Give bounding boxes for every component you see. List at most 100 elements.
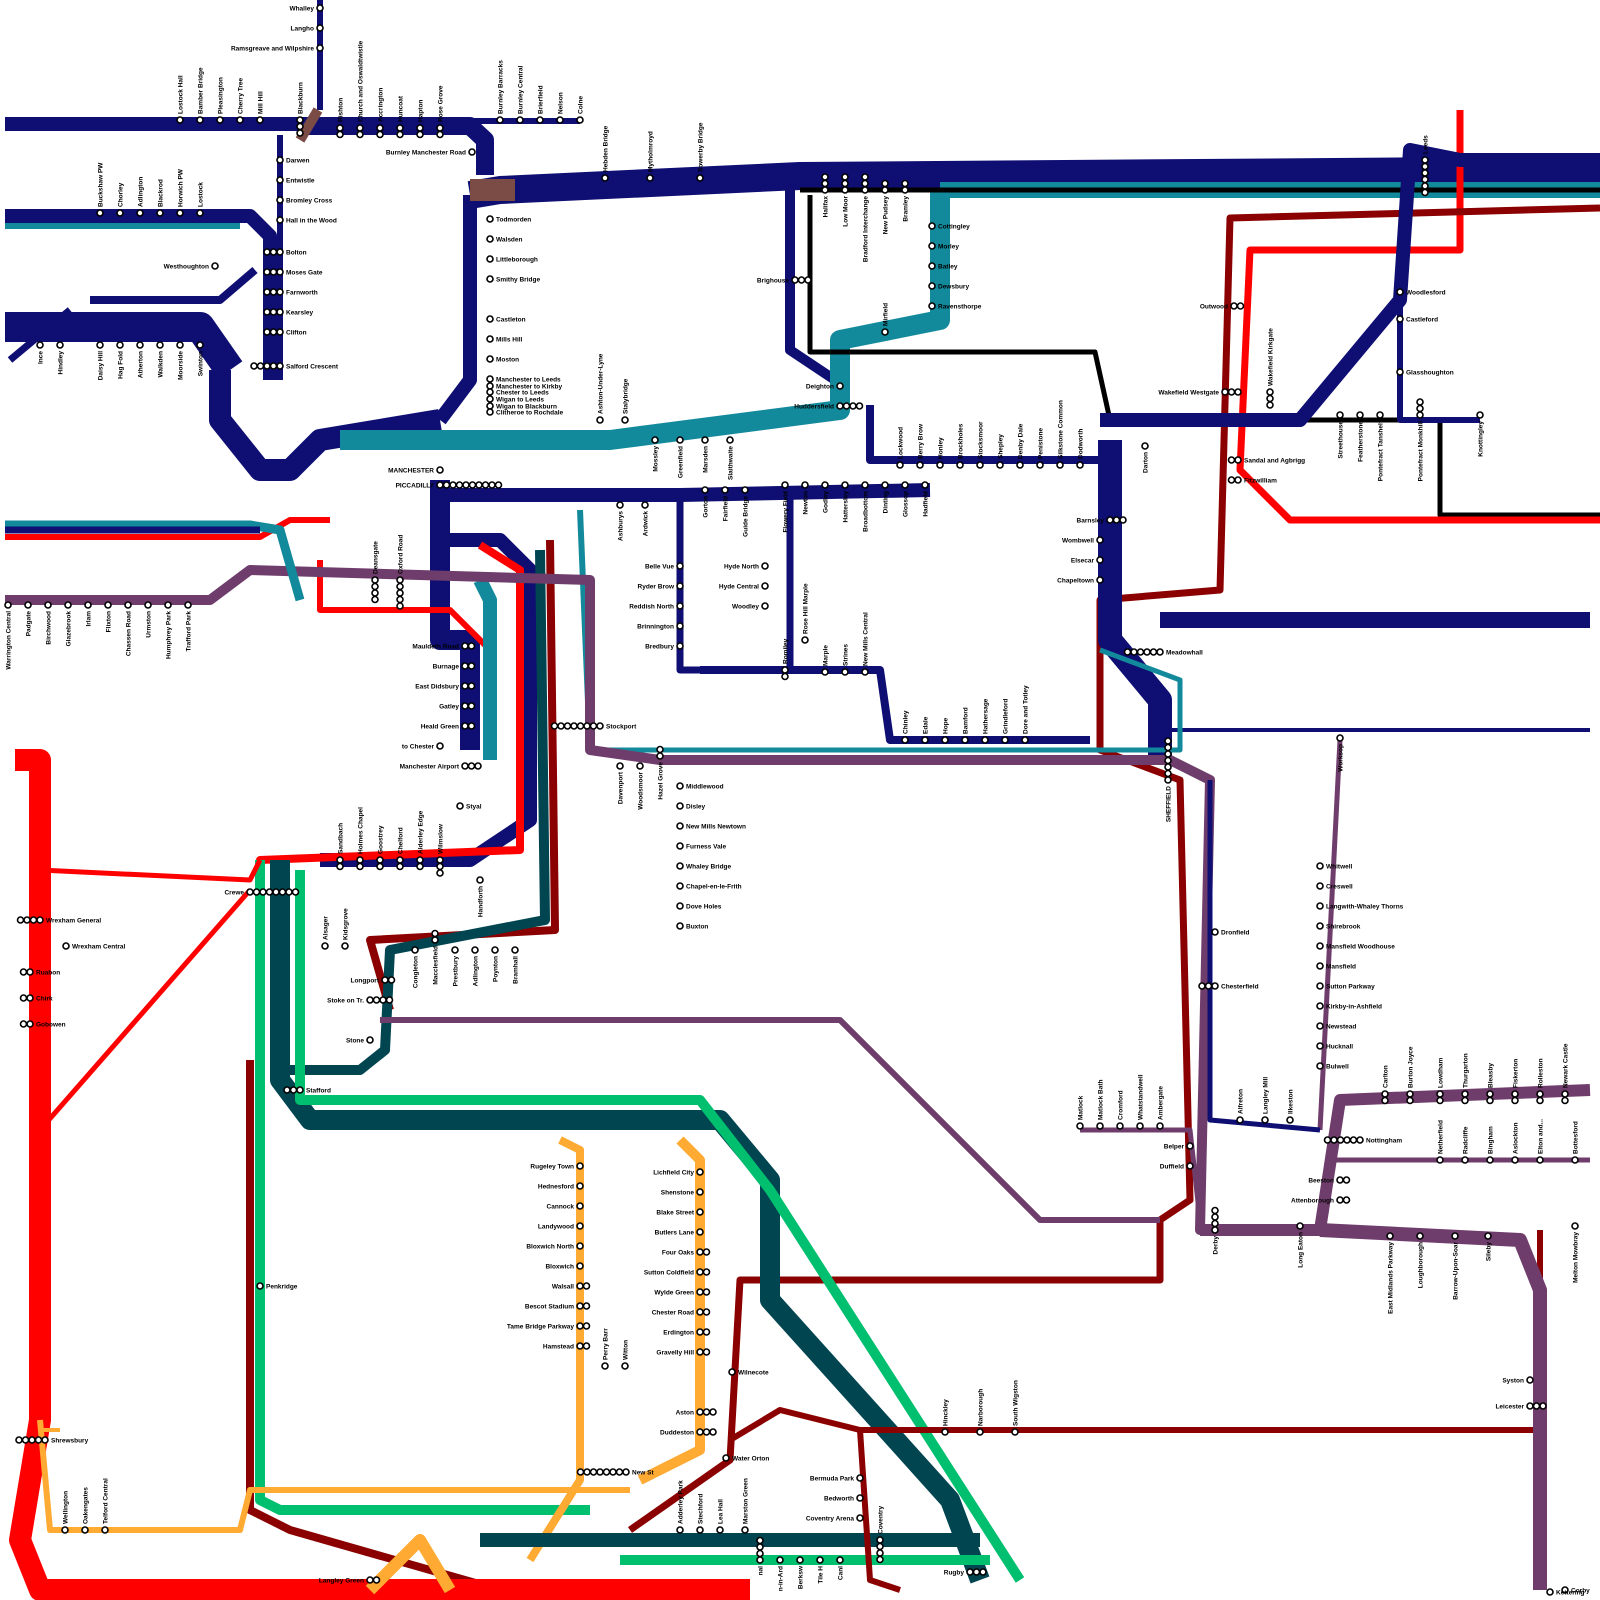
station-marker[interactable] [702, 1328, 711, 1336]
station-macclesfield[interactable]: Macclesfield [431, 929, 439, 985]
station-littleborough[interactable]: Littleborough [486, 255, 538, 264]
station-marker[interactable] [696, 1208, 704, 1216]
station-ravensthorpe[interactable]: Ravensthorpe [928, 302, 982, 311]
station-marker[interactable] [761, 602, 769, 610]
station-holmes-chapel[interactable]: Holmes Chapel [356, 807, 364, 871]
station-netherfield[interactable]: Netherfield [1436, 1120, 1444, 1164]
station-marker[interactable] [269, 268, 278, 276]
station-marker[interactable] [1381, 1096, 1389, 1105]
station-attenborough[interactable]: Attenborough [1291, 1196, 1351, 1205]
station-marker[interactable] [15, 1436, 23, 1444]
station-marker[interactable] [936, 461, 944, 469]
station-marker[interactable] [1056, 461, 1064, 469]
station-marker[interactable] [1164, 756, 1172, 765]
station-guide-bridge[interactable]: Guide Bridge [741, 486, 749, 537]
station-marker[interactable] [461, 702, 469, 710]
station-grindleford[interactable]: Grindleford [1001, 699, 1009, 744]
station-marker[interactable] [296, 1086, 304, 1094]
station-marker[interactable] [1546, 1588, 1554, 1596]
station-marker[interactable] [1461, 1156, 1469, 1164]
station-marker[interactable] [841, 186, 849, 194]
station-westhoughton[interactable]: Westhoughton [164, 262, 219, 271]
station-morley[interactable]: Morley [928, 242, 959, 251]
station-marker[interactable] [1511, 1096, 1519, 1105]
station-marker[interactable] [104, 601, 112, 609]
station-marker[interactable] [956, 461, 964, 469]
station-marker[interactable] [44, 601, 52, 609]
station-whatstandwell[interactable]: Whatstandwell [1136, 1074, 1144, 1130]
station-marker[interactable] [436, 466, 444, 474]
station-marker[interactable] [728, 1368, 736, 1376]
station-marker[interactable] [1436, 1096, 1444, 1105]
station-marker[interactable] [676, 436, 684, 444]
station-chapeltown[interactable]: Chapeltown [1057, 576, 1104, 585]
station-hazel-grove[interactable]: Hazel Grove [656, 745, 664, 800]
station-marker[interactable] [436, 130, 444, 139]
station-marker[interactable] [602, 1468, 611, 1476]
station-marker[interactable] [61, 1526, 69, 1534]
station-chelford[interactable]: Chelford [396, 827, 404, 871]
station-marker[interactable] [1011, 1428, 1019, 1436]
station-marker[interactable] [1381, 1090, 1389, 1098]
station-marker[interactable] [576, 1262, 584, 1270]
station-chester2leeds[interactable]: Chester to Leeds [486, 388, 549, 397]
station-bulwell[interactable]: Bulwell [1316, 1062, 1349, 1071]
station-lostock[interactable]: Lostock [196, 182, 204, 217]
station-burnley-central[interactable]: Burnley Central [516, 65, 524, 124]
station-bamford[interactable]: Bamford [961, 707, 969, 744]
station-ardwick[interactable]: Ardwick [641, 501, 649, 536]
station-marker[interactable] [881, 328, 889, 336]
station-marker[interactable] [1486, 1090, 1494, 1098]
station-chorley[interactable]: Chorley [116, 182, 124, 217]
station-marker[interactable] [451, 946, 459, 954]
station-mauldeth-road[interactable]: Mauldeth Road [412, 642, 476, 651]
station-marker[interactable] [1396, 368, 1404, 376]
station-deighton[interactable]: Deighton [806, 382, 844, 391]
station-ryder-brow[interactable]: Ryder Brow [638, 582, 684, 591]
station-marker[interactable] [396, 862, 404, 871]
station-hathersage[interactable]: Hathersage [981, 698, 989, 744]
station-newton[interactable]: Newton [801, 481, 809, 514]
station-marker[interactable] [494, 481, 503, 489]
station-marker[interactable] [856, 1494, 864, 1502]
station-darton[interactable]: Darton [1141, 442, 1149, 473]
station-marker[interactable] [64, 601, 72, 609]
station-marker[interactable] [676, 882, 684, 890]
station-clifton[interactable]: Clifton [263, 328, 307, 337]
station-lockwood[interactable]: Lockwood [896, 427, 904, 469]
station-marker[interactable] [396, 589, 404, 597]
station-marker[interactable] [636, 762, 644, 770]
station-marker[interactable] [646, 174, 654, 182]
station-marker[interactable] [184, 601, 192, 609]
station-marker[interactable] [1536, 1096, 1544, 1105]
station-marker[interactable] [1227, 456, 1236, 464]
station-marker[interactable] [19, 1020, 28, 1028]
station-marker[interactable] [791, 276, 799, 284]
station-bramhall[interactable]: Bramhall [511, 946, 519, 984]
station-marker[interactable] [1211, 1226, 1219, 1234]
station-lostock-hall[interactable]: Lostock Hall [176, 75, 184, 124]
station-marker[interactable] [1316, 1062, 1324, 1070]
station-bescot[interactable]: Bescot Stadium [525, 1302, 591, 1311]
station-marker[interactable] [702, 1248, 711, 1256]
station-marker[interactable] [1526, 1402, 1534, 1410]
station-bleasby[interactable]: Bleasby [1486, 1063, 1494, 1105]
station-marker[interactable] [976, 1428, 984, 1436]
station-marker[interactable] [467, 702, 476, 710]
station-marker[interactable] [1336, 1136, 1345, 1144]
station-marker[interactable] [269, 308, 278, 316]
station-marker[interactable] [836, 402, 844, 410]
station-marker[interactable] [701, 436, 709, 444]
station-marker[interactable] [849, 402, 857, 410]
station-marker[interactable] [1416, 404, 1424, 413]
station-marker[interactable] [741, 486, 749, 494]
station-marker[interactable] [41, 1436, 49, 1444]
station-marker[interactable] [468, 481, 477, 489]
station-marker[interactable] [356, 124, 364, 132]
station-marker[interactable] [1016, 461, 1024, 469]
station-marker[interactable] [24, 601, 32, 609]
station-marker[interactable] [411, 946, 419, 954]
station-marker[interactable] [321, 942, 329, 950]
station-new-pudsey[interactable]: New Pudsey [881, 179, 889, 235]
station-marker[interactable] [366, 1576, 374, 1584]
